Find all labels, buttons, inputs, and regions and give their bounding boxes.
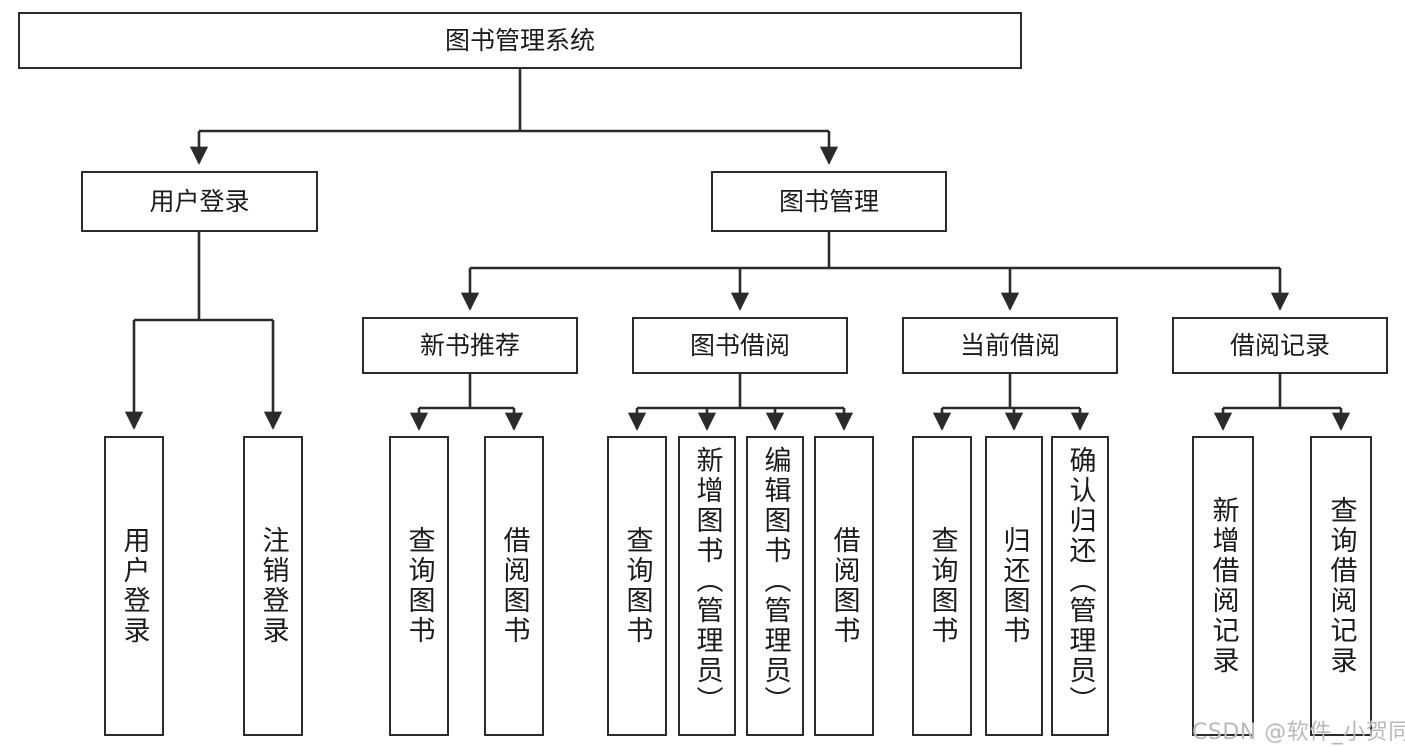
leaf-query-record[interactable]: 查询借阅记录	[1310, 436, 1372, 736]
leaf-confirm-return-label: 确认归还（管理员）	[1064, 446, 1096, 716]
leaf-logout-label: 注销登录	[257, 526, 289, 646]
leaf-return-book-label: 归还图书	[998, 526, 1030, 646]
leaf-query-book-2[interactable]: 查询图书	[607, 436, 667, 736]
node-root[interactable]: 图书管理系统	[18, 12, 1022, 69]
leaf-add-book-label: 新增图书（管理员）	[691, 446, 723, 716]
leaf-user-login-label: 用户登录	[118, 526, 150, 646]
leaf-logout[interactable]: 注销登录	[243, 436, 303, 736]
node-book-borrow-label: 图书借阅	[689, 330, 790, 360]
leaf-add-record[interactable]: 新增借阅记录	[1192, 436, 1254, 736]
node-user-login[interactable]: 用户登录	[81, 171, 318, 232]
leaf-confirm-return[interactable]: 确认归还（管理员）	[1051, 436, 1109, 736]
leaf-return-book[interactable]: 归还图书	[985, 436, 1043, 736]
leaf-borrow-book-2[interactable]: 借阅图书	[814, 436, 874, 736]
node-borrow-record[interactable]: 借阅记录	[1172, 317, 1388, 374]
node-book-borrow[interactable]: 图书借阅	[632, 317, 848, 374]
leaf-borrow-book-1-label: 借阅图书	[498, 526, 530, 646]
leaf-query-book-3[interactable]: 查询图书	[912, 436, 972, 736]
leaf-query-record-label: 查询借阅记录	[1325, 496, 1357, 676]
node-book-manage[interactable]: 图书管理	[711, 171, 947, 232]
node-user-login-label: 用户登录	[149, 186, 250, 216]
node-new-book-rec[interactable]: 新书推荐	[362, 317, 578, 374]
leaf-add-book[interactable]: 新增图书（管理员）	[678, 436, 736, 736]
leaf-edit-book[interactable]: 编辑图书（管理员）	[746, 436, 804, 736]
leaf-query-book-1[interactable]: 查询图书	[389, 436, 449, 736]
leaf-user-login[interactable]: 用户登录	[104, 436, 164, 736]
leaf-borrow-book-2-label: 借阅图书	[828, 526, 860, 646]
node-current-borrow-label: 当前借阅	[959, 330, 1060, 360]
watermark: CSDN @软件_小贺同学	[1192, 720, 1405, 745]
node-new-book-rec-label: 新书推荐	[419, 330, 520, 360]
node-book-manage-label: 图书管理	[778, 186, 879, 216]
leaf-edit-book-label: 编辑图书（管理员）	[759, 446, 791, 716]
node-borrow-record-label: 借阅记录	[1229, 330, 1330, 360]
leaf-query-book-1-label: 查询图书	[403, 526, 435, 646]
node-current-borrow[interactable]: 当前借阅	[902, 317, 1118, 374]
leaf-query-book-2-label: 查询图书	[621, 526, 653, 646]
leaf-query-book-3-label: 查询图书	[926, 526, 958, 646]
leaf-borrow-book-1[interactable]: 借阅图书	[484, 436, 544, 736]
leaf-add-record-label: 新增借阅记录	[1207, 496, 1239, 676]
node-root-label: 图书管理系统	[444, 25, 595, 55]
